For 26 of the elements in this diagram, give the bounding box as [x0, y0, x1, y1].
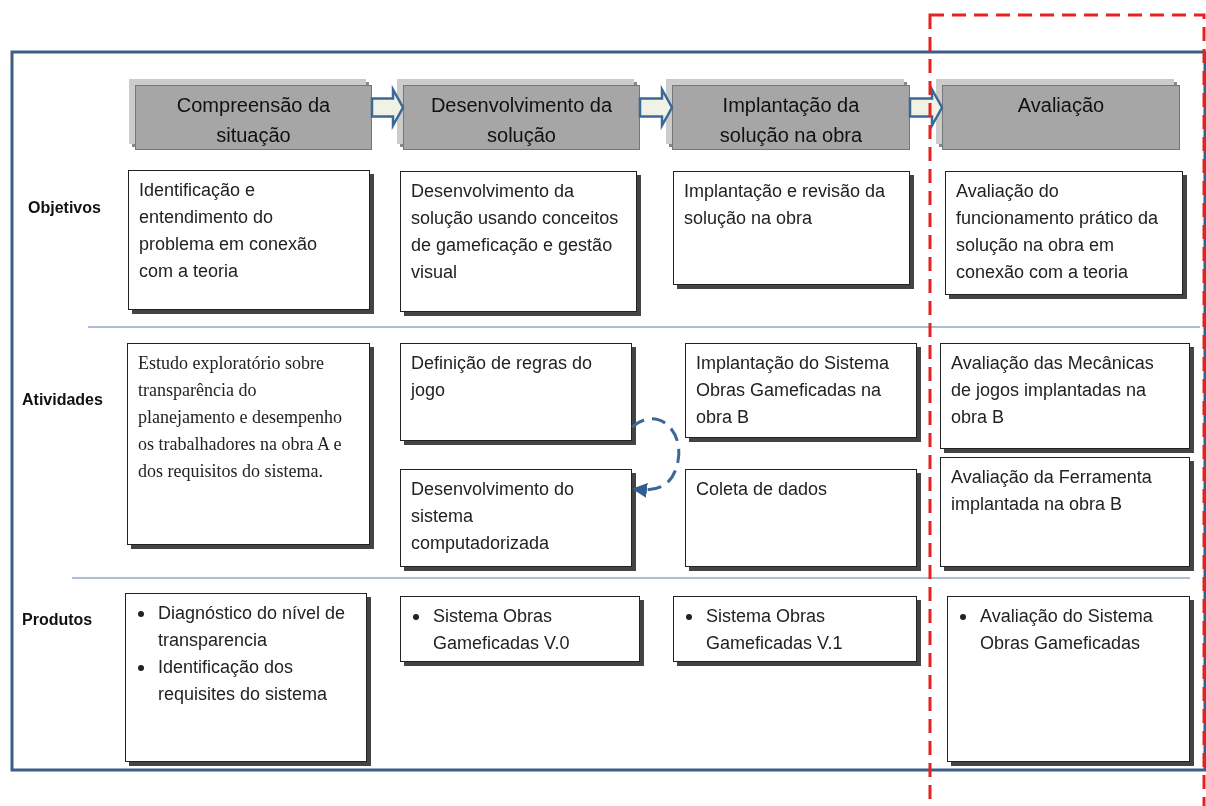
header-text: Implantação da solução na obra — [718, 93, 864, 148]
box-text: Desenvolvimento do sistema computadorizada — [411, 478, 576, 555]
box-text: Implantação do Sistema Obras Gameficadas na obra B — [696, 352, 891, 429]
header-text: Avaliação — [1016, 93, 1106, 118]
box-text: Avaliação da Ferramenta implantada na obra B — [951, 466, 1153, 516]
block-arrow — [638, 84, 674, 131]
box-text: Desenvolvimento da solução usando conceitos de gameficação e gestão visual — [411, 180, 620, 284]
bullet-text: Sistema Obras Gameficadas V.1 — [706, 605, 844, 655]
box-text: Coleta de dados — [696, 478, 829, 501]
header-text: Desenvolvimento da solução — [429, 93, 614, 148]
bullet-text: Identificação dos requisites do sistema — [158, 656, 329, 706]
bullet-text: Avaliação do Sistema Obras Gameficadas — [980, 605, 1154, 655]
block-arrow — [370, 84, 405, 131]
bullet-text: Sistema Obras Gameficadas V.0 — [433, 605, 571, 655]
box-text: Estudo exploratório sobre transparência do planejamento e desempenho os trabalhadores na obra A e dos requisitos do sistema. — [138, 352, 343, 483]
cycle-arrow — [631, 417, 681, 498]
row-label: Produtos — [22, 611, 93, 629]
box-text: Avaliação do funcionamento prático da solução na obra em conexão com a teoria — [956, 180, 1160, 284]
box-text: Definição de regras do jogo — [411, 352, 594, 402]
bullet-text: Diagnóstico do nível de transparencia — [158, 602, 347, 652]
row-label: Atividades — [22, 391, 103, 409]
box-text: Identificação e entendimento do problema em conexão com a teoria — [139, 179, 319, 283]
header-text: Compreensão da situação — [175, 93, 332, 148]
box-text: Avaliação das Mecânicas de jogos implantadas na obra B — [951, 352, 1155, 429]
box-text: Implantação e revisão da solução na obra — [684, 180, 887, 230]
row-label: Objetivos — [28, 199, 101, 217]
